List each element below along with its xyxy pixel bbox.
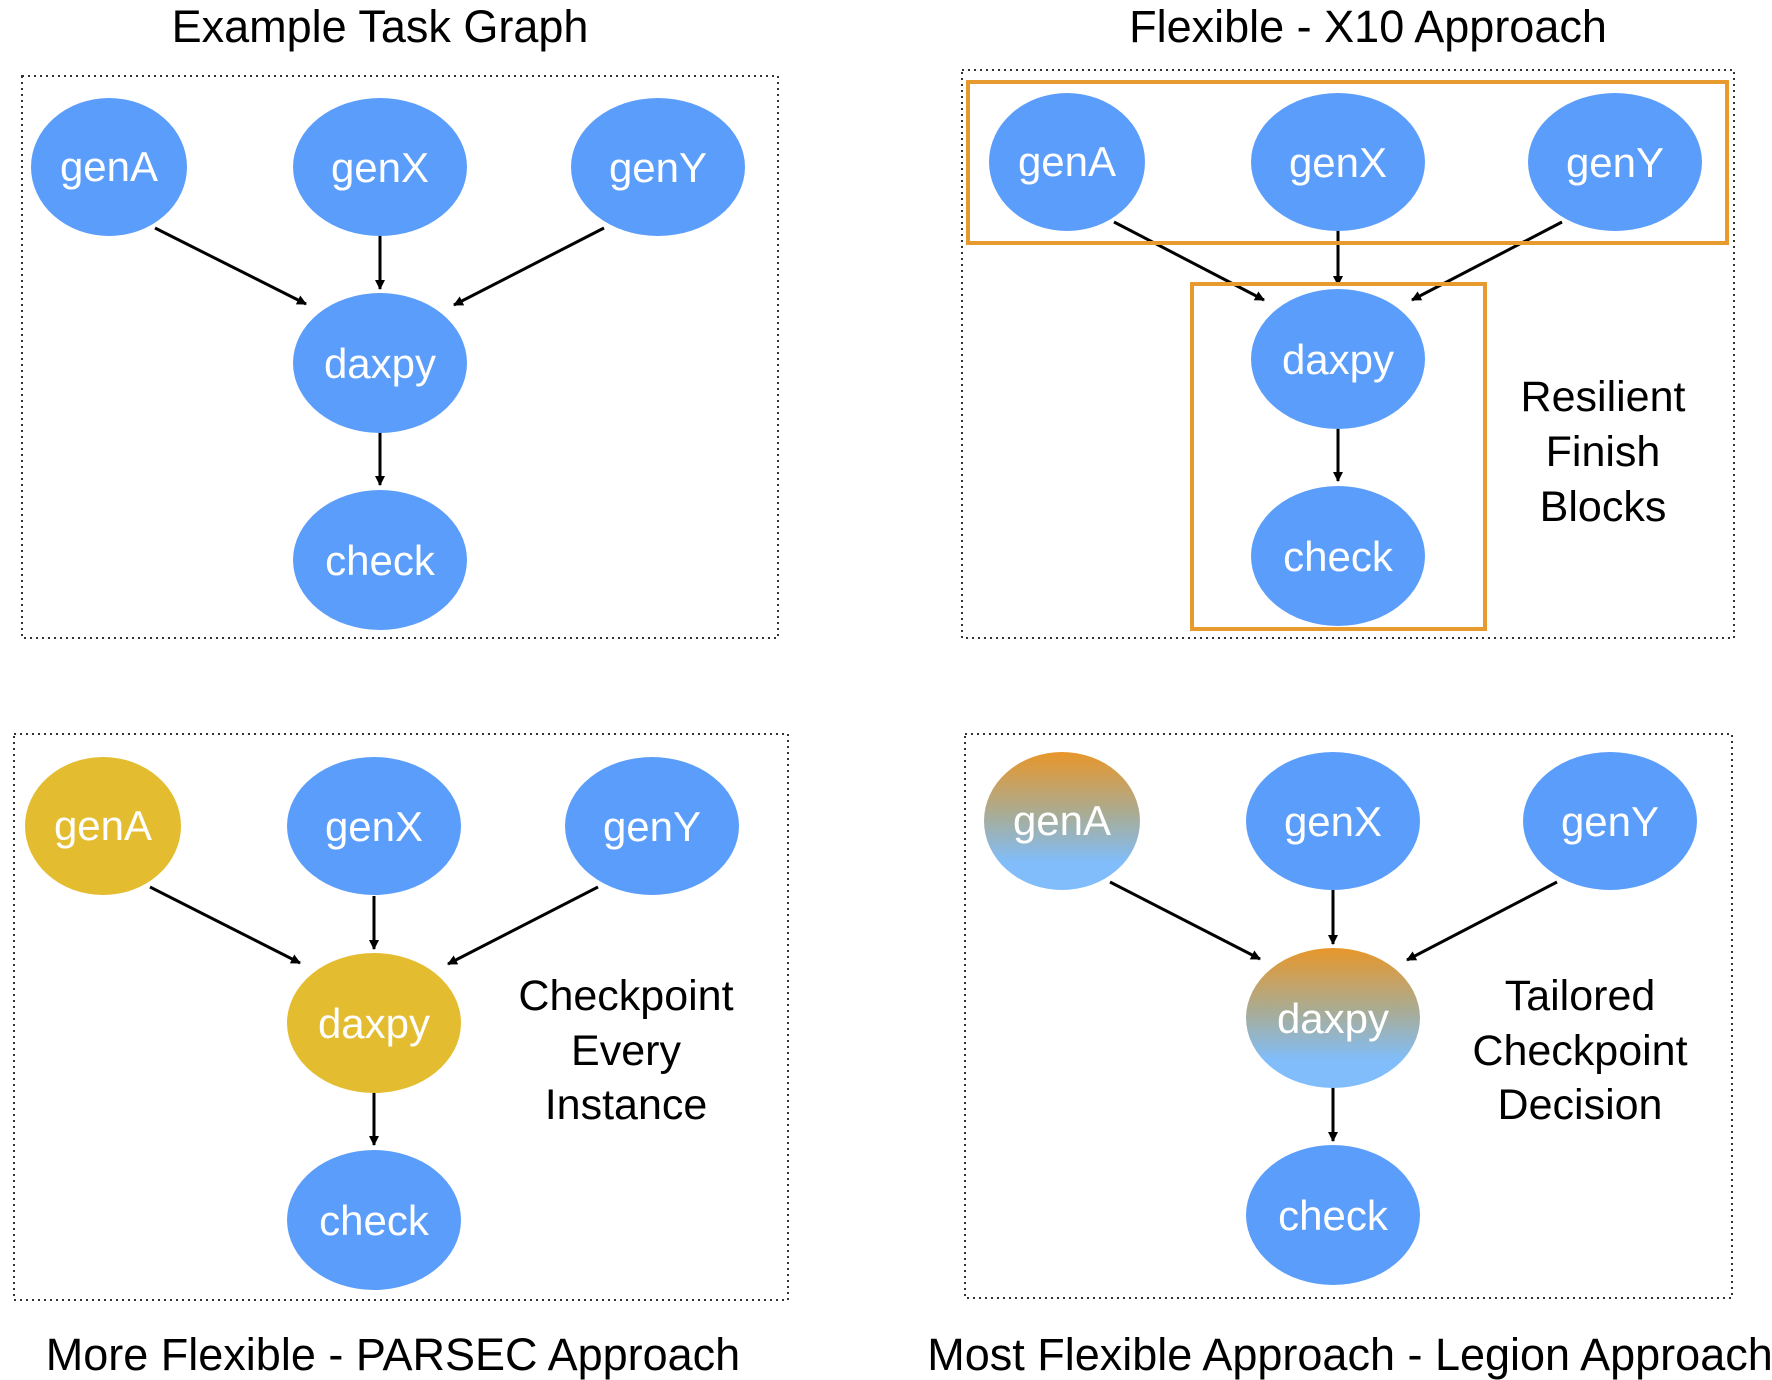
panel-parsec-approach: genA genX genY daxpy check Checkpoint Ev…	[13, 733, 789, 1380]
node-genX: genX	[287, 757, 461, 895]
edge-genA-daxpy	[154, 226, 307, 306]
node-label-genY: genY	[1561, 798, 1659, 845]
node-daxpy-tailored: daxpy	[1246, 948, 1420, 1088]
edge-genA-daxpy	[149, 885, 301, 965]
panel-title-legion: Most Flexible Approach - Legion Approach	[927, 1329, 1772, 1380]
node-label-check: check	[1283, 533, 1394, 580]
panel-frame-x10	[961, 69, 1735, 639]
note-line-3: Instance	[545, 1081, 708, 1129]
node-genX: genX	[1246, 752, 1420, 890]
node-label-genA: genA	[60, 143, 158, 190]
node-genY: genY	[1528, 93, 1702, 231]
node-genY: genY	[1523, 752, 1697, 890]
node-label-daxpy: daxpy	[318, 1000, 430, 1047]
finish-block-generators	[966, 80, 1729, 245]
node-label-genY: genY	[609, 144, 707, 191]
panel-legion-approach: genA genX genY daxpy check Tailored Chec…	[927, 733, 1772, 1380]
panel-title-example: Example Task Graph	[172, 1, 589, 52]
panel-title-parsec: More Flexible - PARSEC Approach	[46, 1329, 740, 1380]
node-label-check: check	[1278, 1192, 1389, 1239]
panel-example-task-graph: Example Task Graph genA genX genY daxpy …	[21, 1, 779, 639]
node-label-check: check	[319, 1197, 430, 1244]
node-label-genX: genX	[325, 803, 423, 850]
node-label-daxpy: daxpy	[1277, 995, 1389, 1042]
finish-block-daxpy-check	[1190, 282, 1487, 631]
node-daxpy: daxpy	[1251, 289, 1425, 429]
node-label-check: check	[325, 537, 436, 584]
note-resilient-finish: Resilient Finish Blocks	[1521, 373, 1686, 531]
node-daxpy: daxpy	[293, 293, 467, 433]
node-genA: genA	[989, 93, 1145, 231]
node-check: check	[293, 490, 467, 630]
edge-genY-daxpy	[447, 885, 599, 966]
edge-genY-daxpy	[1411, 220, 1563, 302]
node-genX: genX	[293, 98, 467, 236]
panel-x10-approach: Flexible - X10 Approach genA genX genY d…	[961, 1, 1735, 639]
edge-genY-daxpy	[1406, 880, 1558, 962]
edge-genA-daxpy	[1109, 880, 1261, 961]
node-label-genY: genY	[603, 803, 701, 850]
note-line-2: Checkpoint	[1472, 1027, 1687, 1075]
panel-frame-example	[21, 75, 779, 639]
panel-frame-parsec	[13, 733, 789, 1301]
node-check: check	[1246, 1145, 1420, 1285]
node-check: check	[287, 1150, 461, 1290]
edge-genA-daxpy	[1113, 220, 1265, 302]
node-daxpy-checkpointed: daxpy	[287, 953, 461, 1093]
note-line-1: Resilient	[1521, 373, 1686, 421]
node-label-genA: genA	[1013, 797, 1111, 844]
node-genA-tailored: genA	[984, 752, 1140, 890]
node-label-genA: genA	[54, 802, 152, 849]
note-line-2: Finish	[1546, 428, 1661, 476]
node-label-daxpy: daxpy	[1282, 336, 1394, 383]
node-label-genX: genX	[1284, 798, 1382, 845]
node-label-genA: genA	[1018, 138, 1116, 185]
edge-genY-daxpy	[453, 226, 605, 307]
node-label-genX: genX	[1289, 139, 1387, 186]
node-genX: genX	[1251, 93, 1425, 231]
node-genY: genY	[571, 98, 745, 236]
note-line-3: Decision	[1498, 1081, 1663, 1129]
panel-title-x10: Flexible - X10 Approach	[1129, 1, 1607, 52]
node-genA: genA	[31, 98, 187, 236]
note-tailored-checkpoint: Tailored Checkpoint Decision	[1472, 972, 1687, 1129]
node-genA-checkpointed: genA	[25, 757, 181, 895]
note-line-3: Blocks	[1540, 483, 1667, 531]
node-genY: genY	[565, 757, 739, 895]
note-line-1: Tailored	[1505, 972, 1656, 1020]
node-label-genX: genX	[331, 144, 429, 191]
note-checkpoint-every-instance: Checkpoint Every Instance	[518, 972, 733, 1129]
note-line-1: Checkpoint	[518, 972, 733, 1020]
node-check: check	[1251, 486, 1425, 626]
node-label-daxpy: daxpy	[324, 340, 436, 387]
node-label-genY: genY	[1566, 139, 1664, 186]
note-line-2: Every	[571, 1027, 681, 1075]
